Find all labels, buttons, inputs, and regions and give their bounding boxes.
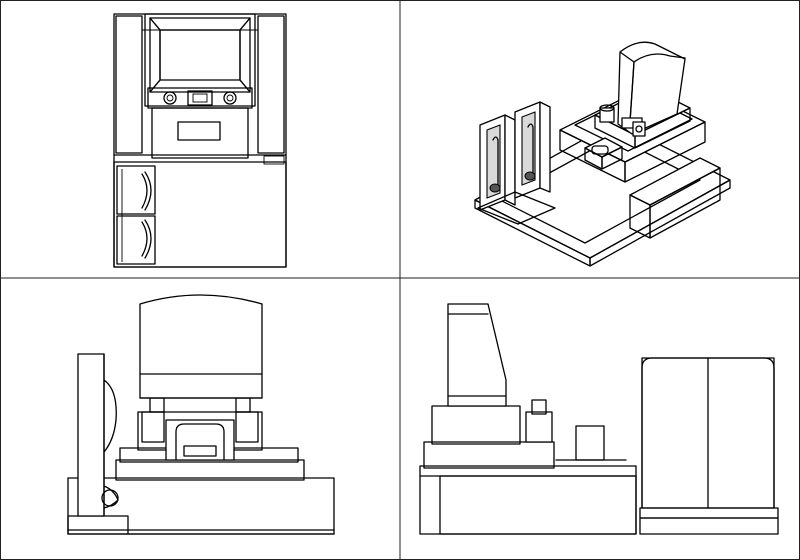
- isometric-view: [474, 41, 731, 267]
- top-plan-view: [113, 13, 287, 268]
- side-elevation-view: [419, 303, 779, 535]
- front-elevation-view: [67, 294, 335, 535]
